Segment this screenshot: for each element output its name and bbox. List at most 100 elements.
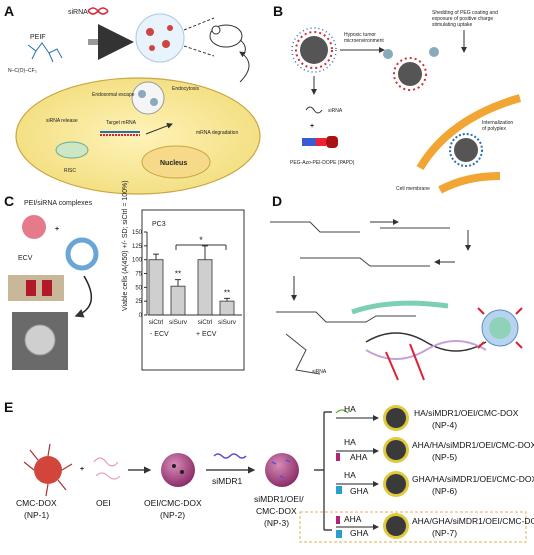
np6-code: (NP-6): [432, 486, 457, 496]
hypoxic-label-1: Hypoxic tumor: [344, 32, 376, 38]
mrna-degradation-label: mRNA degradation: [196, 130, 238, 136]
np6-ligand-1: HA: [344, 470, 356, 480]
np7-row: AHA GHA AHA/GHA/siMDR1/OEI/CMC-DOX (NP-7…: [336, 513, 534, 539]
panel-d-label: D: [272, 193, 282, 209]
panel-a-label: A: [4, 3, 14, 19]
np7-group-box: [299, 511, 527, 543]
shedding-label-2: exposure of positive charge: [432, 16, 493, 22]
np2-name: OEI/CMC-DOX: [144, 498, 202, 508]
np1-name: CMC-DOX: [16, 498, 57, 508]
ecv-vesicle-icon: [65, 237, 99, 271]
cell-membrane-icon: [416, 94, 522, 171]
oei-label: OEI: [96, 498, 111, 508]
y-tick-label: 150: [132, 230, 143, 236]
np3-code: (NP-3): [264, 518, 289, 528]
shedding-label-1: Shedding of PEG coating and: [432, 10, 498, 16]
np7-code: (NP-7): [432, 528, 457, 538]
simdr1-icon: [213, 453, 247, 459]
np4-name: HA/siMDR1/OEI/CMC-DOX: [414, 408, 519, 418]
bar: [197, 259, 213, 316]
svg-text:siRNA: siRNA: [312, 369, 327, 375]
chart-ylabel: Viable cells (A(450) +/- SD; siCtrl = 10…: [122, 180, 129, 311]
category-label: siCtrl: [198, 319, 213, 326]
np5-ligand-1: HA: [344, 437, 356, 447]
sirna-helix-icon: [87, 7, 109, 15]
chem-structure: N–C(O)–CF₃: [8, 68, 37, 74]
bar: [219, 300, 235, 316]
group-label-2: + ECV: [196, 331, 217, 338]
np4-row: HA HA/siMDR1/OEI/CMC-DOX (NP-4): [335, 404, 519, 431]
hypoxic-label-2: microenvironment: [344, 38, 384, 44]
svg-text:+: +: [310, 123, 314, 130]
sirna-label-b: siRNA: [328, 108, 343, 114]
np6-row: HA GHA GHA/HA/siMDR1/OEI/CMC-DOX (NP-6): [336, 470, 534, 497]
np7-name: AHA/GHA/siMDR1/OEI/CMC-DOX: [412, 516, 534, 526]
panel-c: C PEI/siRNA complexes + ECV PC3 Viable c…: [4, 180, 245, 371]
sirna-label-a: siRNA: [68, 9, 88, 16]
internalization-label-2: of polyplex: [482, 126, 506, 132]
shedding-label-3: stimulating uptake: [432, 22, 473, 28]
bracket: [314, 411, 332, 531]
svg-text:+: +: [80, 466, 84, 473]
error-bar: [175, 279, 181, 287]
oei-cmc-dox-icon: [161, 453, 195, 487]
panel-a: A siRNA PEIF N–C(O)–CF₃ Endosomal escape…: [4, 3, 261, 195]
y-tick-label: 75: [135, 272, 142, 278]
np5-row: HA AHA AHA/HA/siMDR1/OEI/CMC-DOX (NP-5): [336, 437, 534, 463]
panel-c-label: C: [4, 193, 14, 209]
np7-ligand-2: GHA: [350, 528, 369, 538]
panel-b: B Hypoxic tumor microenvironment Sheddin…: [273, 3, 522, 194]
y-tick-label: 0: [139, 313, 143, 319]
peif-polymer-icon: [27, 42, 63, 63]
np1-code: (NP-1): [24, 510, 49, 520]
target-mrna-label: Target mRNA: [106, 120, 137, 126]
category-label: siSurv: [169, 319, 188, 326]
np3-line1: siMDR1/OEI/: [254, 494, 304, 504]
chemistry-scheme: siRNA: [270, 219, 487, 381]
polyplex-icon: [300, 36, 328, 64]
nucleus-label: Nucleus: [160, 160, 187, 167]
np6-name: GHA/HA/siMDR1/OEI/CMC-DOX: [412, 474, 534, 484]
sirna-release-label: siRNA release: [46, 118, 78, 124]
np7-ligand-1: AHA: [344, 514, 362, 524]
np2-code: (NP-2): [160, 510, 185, 520]
category-label: siCtrl: [149, 319, 164, 326]
simdr1-label: siMDR1: [212, 476, 242, 486]
error-bar: [153, 253, 159, 260]
y-tick-label: 100: [132, 258, 143, 264]
papd-label: PEG-Azo-PEI-DOPE (PAPD): [290, 160, 355, 166]
svg-text:+: +: [55, 226, 59, 233]
panel-d: D siRNA: [270, 193, 523, 381]
bar: [148, 259, 164, 316]
panel-e: E + CMC-DOX (NP-1) OEI OEI/CMC-DOX (NP-2…: [4, 399, 534, 543]
np4-code: (NP-4): [432, 420, 457, 430]
internalization-label-1: Internalization: [482, 120, 513, 126]
np3-line2: CMC-DOX: [256, 506, 297, 516]
sirna-icon-b: [305, 106, 323, 114]
np6-ligand-2: GHA: [350, 486, 369, 496]
significance-label: **: [175, 270, 181, 279]
bracket-label: *: [199, 235, 203, 245]
y-tick-label: 25: [135, 299, 142, 305]
panel-b-label: B: [273, 3, 283, 19]
error-bar: [202, 245, 208, 260]
oei-icon: [93, 457, 121, 480]
polyplex-cluster-icon: [135, 13, 185, 63]
y-tick-label: 50: [135, 285, 142, 291]
significance-label: **: [224, 288, 230, 297]
dashed-line: [183, 17, 215, 31]
endosome-icon: [131, 81, 165, 115]
peif-label: PEIF: [30, 34, 46, 41]
y-tick-label: 125: [132, 244, 143, 250]
cell-membrane-label: Cell membrane: [396, 186, 430, 192]
chart-title: PC3: [152, 221, 166, 228]
category-label: siSurv: [218, 319, 237, 326]
cmc-dox-icon: [34, 456, 62, 484]
complexes-label: PEI/siRNA complexes: [24, 200, 93, 207]
np5-code: (NP-5): [432, 452, 457, 462]
nucleus-icon: [141, 145, 211, 179]
endosomal-escape-label: Endosomal escape: [92, 92, 135, 98]
complex-particle-icon: [22, 215, 46, 239]
